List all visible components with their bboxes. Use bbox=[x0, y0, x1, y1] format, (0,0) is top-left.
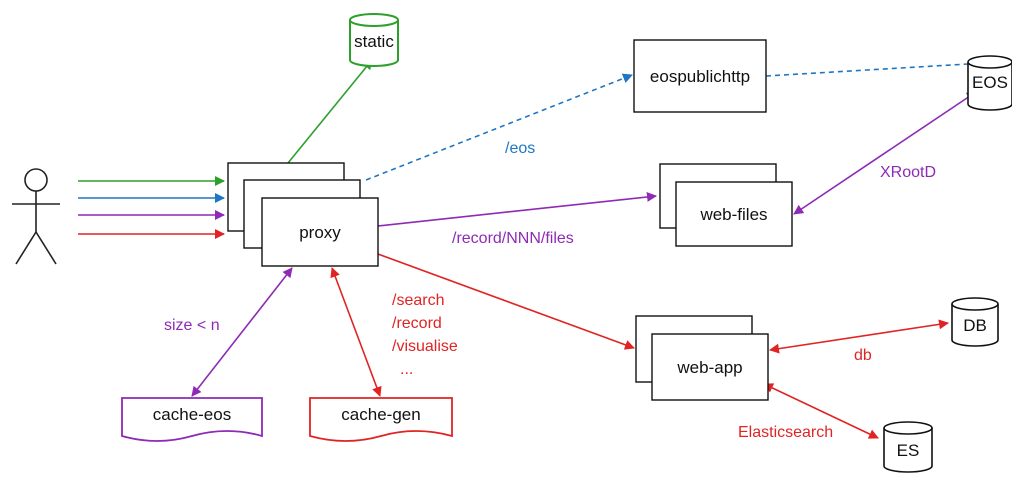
edge-proxy-webfiles bbox=[377, 191, 657, 227]
edge-proxy-eospublichttp bbox=[365, 73, 633, 181]
edge-label-visualise-path: /visualise bbox=[392, 338, 458, 355]
node-proxy-label: proxy bbox=[299, 223, 341, 242]
edge-label-search-path: /search bbox=[392, 292, 444, 309]
node-static-label: static bbox=[354, 32, 394, 51]
node-eospublichttp: eospublichttp bbox=[633, 39, 767, 113]
edge-proxy-cachegen bbox=[330, 267, 382, 397]
edge-eospublichttp-eos bbox=[765, 63, 969, 77]
node-proxy: proxy bbox=[227, 162, 379, 267]
node-web-app: web-app bbox=[635, 315, 769, 401]
node-es: ES bbox=[883, 421, 933, 473]
edge-webapp-db bbox=[769, 319, 949, 354]
node-cache-eos-label: cache-eos bbox=[153, 405, 231, 424]
node-db: DB bbox=[951, 297, 999, 347]
node-web-files: web-files bbox=[659, 163, 793, 247]
node-web-files-label: web-files bbox=[699, 205, 767, 224]
edge-label-db: db bbox=[854, 347, 872, 364]
edge-label-xrootd: XRootD bbox=[880, 164, 936, 181]
node-eos-label: EOS bbox=[972, 73, 1008, 92]
edge-label-more-paths: ... bbox=[400, 361, 413, 378]
node-es-label: ES bbox=[897, 441, 920, 460]
node-static: static bbox=[349, 13, 399, 67]
edge-label-eos-path: /eos bbox=[505, 140, 535, 157]
node-cache-eos: cache-eos bbox=[121, 397, 263, 442]
edge-proxy-static bbox=[287, 59, 373, 164]
node-db-label: DB bbox=[963, 316, 987, 335]
user-stick-figure-icon bbox=[12, 168, 60, 265]
edge-webfiles-eos bbox=[793, 91, 977, 215]
node-web-app-label: web-app bbox=[676, 358, 742, 377]
edge-webapp-es bbox=[763, 383, 879, 439]
edge-label-files-path: /record/NNN/files bbox=[452, 230, 574, 247]
node-eos: EOS bbox=[967, 55, 1012, 111]
edge-label-elasticsearch: Elasticsearch bbox=[738, 424, 833, 441]
node-cache-gen: cache-gen bbox=[309, 397, 453, 442]
edge-label-record-path: /record bbox=[392, 315, 442, 332]
edge-label-size-condition: size < n bbox=[164, 317, 220, 334]
edge-proxy-cacheeos bbox=[191, 267, 293, 397]
node-cache-gen-label: cache-gen bbox=[341, 405, 420, 424]
node-eospublichttp-label: eospublichttp bbox=[650, 67, 750, 86]
edge-proxy-webapp bbox=[377, 253, 635, 350]
